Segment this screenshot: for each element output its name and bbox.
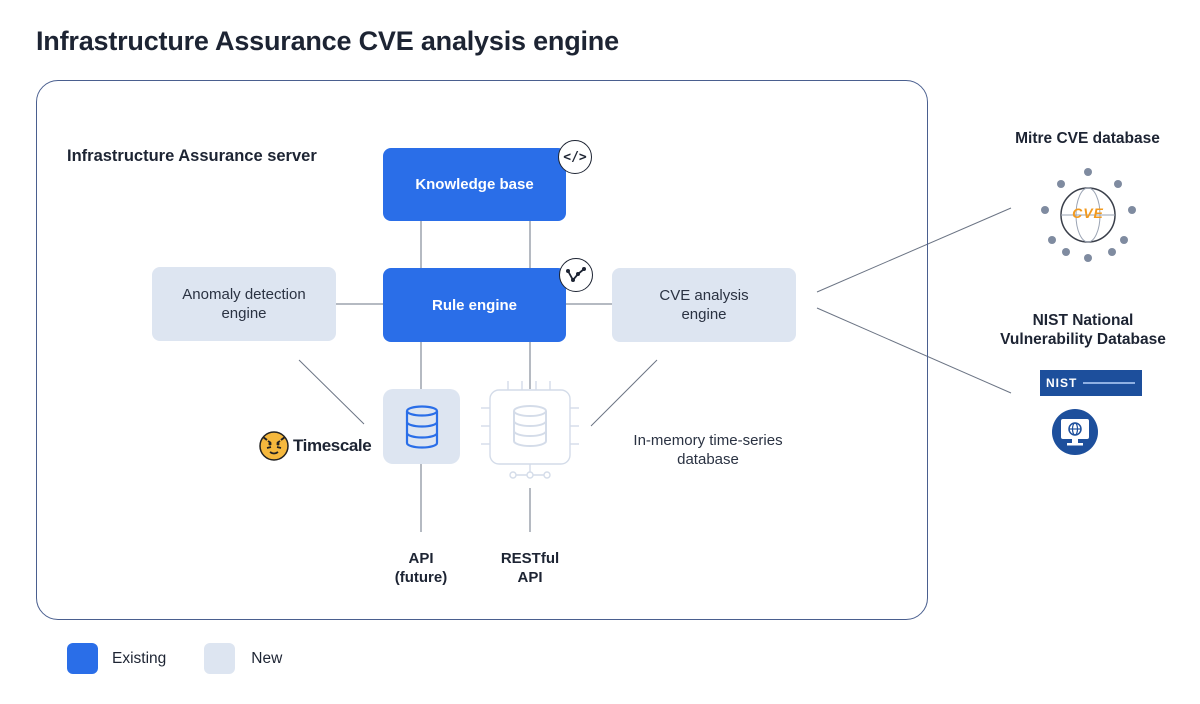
inmemory-db-tile bbox=[481, 381, 579, 479]
nist-logo-banner: NIST bbox=[1040, 370, 1142, 396]
legend-existing-swatch bbox=[67, 643, 98, 674]
server-frame bbox=[36, 80, 928, 620]
cve-analysis-label: CVE analysis engine bbox=[659, 287, 749, 323]
legend-new-label: New bbox=[251, 649, 283, 667]
server-label: Infrastructure Assurance server bbox=[67, 147, 317, 165]
graph-nodes-icon bbox=[559, 258, 593, 292]
cve-to-nist-line bbox=[816, 307, 1012, 394]
nist-title: NIST National Vulnerability Database bbox=[1000, 312, 1166, 348]
anomaly-detection-label: Anomaly detection engine bbox=[182, 286, 306, 322]
nist-logo-stripe bbox=[1083, 382, 1136, 384]
code-icon: </> bbox=[558, 140, 592, 174]
rule-engine-box: Rule engine bbox=[383, 268, 566, 342]
monitor-globe-icon bbox=[1052, 409, 1098, 455]
tiger-icon bbox=[259, 431, 289, 461]
legend-new-swatch bbox=[204, 643, 236, 674]
anomaly-detection-box: Anomaly detection engine bbox=[152, 267, 336, 341]
mitre-title: Mitre CVE database bbox=[1015, 130, 1160, 147]
cve-to-inmemory-line bbox=[590, 359, 658, 427]
anomaly-to-timescale-line bbox=[298, 359, 365, 425]
timescale-logo: Timescale bbox=[259, 431, 372, 461]
inmemory-db-label: In-memory time-series database bbox=[633, 432, 783, 468]
cve-to-mitre-line bbox=[816, 207, 1012, 293]
legend: Existing New bbox=[67, 643, 282, 674]
cve-analysis-box: CVE analysis engine bbox=[612, 268, 796, 342]
api-future-label: API (future) bbox=[394, 550, 448, 586]
knowledge-base-label: Knowledge base bbox=[415, 176, 534, 193]
legend-existing-label: Existing bbox=[112, 649, 167, 667]
database-icon bbox=[405, 404, 438, 449]
timescale-label: Timescale bbox=[293, 436, 372, 455]
timescale-db-tile bbox=[383, 389, 460, 464]
knowledge-base-box: Knowledge base bbox=[383, 148, 566, 221]
mitre-cve-logo bbox=[1041, 168, 1136, 262]
restful-api-label: RESTful API bbox=[500, 550, 560, 586]
mitre-cve-logo-text: CVE bbox=[1072, 205, 1104, 221]
code-icon-glyph: </> bbox=[563, 149, 587, 165]
nist-logo-text: NIST bbox=[1046, 376, 1078, 390]
page-title: Infrastructure Assurance CVE analysis en… bbox=[36, 26, 619, 56]
rule-engine-label: Rule engine bbox=[431, 296, 517, 314]
